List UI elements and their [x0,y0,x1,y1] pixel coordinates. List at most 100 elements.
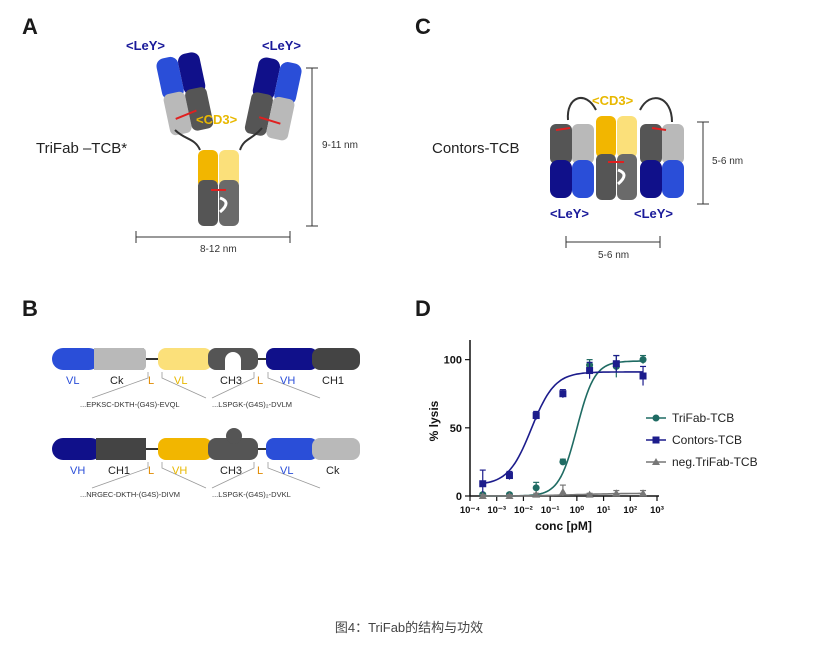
row2-label-vh2: VH [172,465,188,477]
row2-label-l2: L [257,465,264,477]
row2-label-vl: VL [280,465,294,477]
data-point [639,489,648,497]
row2-ch1-block [96,438,146,460]
contors-right-ck-domain [662,124,684,164]
trifab-left-vh-domain [178,52,206,96]
contors-width-label: 5-6 nm [598,250,630,261]
chain-row-1 [52,348,360,399]
contors-ley-left-label: <LeY> [550,206,590,221]
contors-left-vh-domain [550,160,572,198]
contors-ley-right-label: <LeY> [634,206,674,221]
row2-knob-icon [226,428,242,444]
row2-label-ck: Ck [326,465,340,477]
row2-seq-right: ...LSPGK-(G4S)₂-DVKL [212,490,291,499]
data-point [559,390,567,398]
row1-label-ch3: CH3 [220,375,243,387]
row1-vl-block [52,348,100,370]
contors-height-label: 5-6 nm [712,156,744,167]
contors-right-linker [639,97,673,123]
row2-label-ch1: CH1 [108,465,131,477]
data-point [639,372,647,380]
contors-right-vl-domain [662,160,684,198]
x-tick-label: 10⁻³ [487,505,506,516]
trifab-right-ch1-domain [244,92,273,136]
y-tick-label: 50 [450,423,462,435]
row2-label-ch3: CH3 [220,465,243,477]
data-point [639,356,647,364]
trifab-left-linker [174,129,201,151]
data-point [558,487,567,495]
trifab-right-vl-domain [274,62,302,105]
row1-label-ch1: CH1 [322,375,345,387]
trifab-cd3-vh-domain [198,150,218,188]
row2-seq-left: ...NRGEC-DKTH-(G4S)-DIVM [80,490,180,499]
data-point [585,490,594,498]
trifab-left-ch1-domain [185,87,214,131]
panel-letter-b: B [22,296,38,321]
data-point [532,412,540,420]
contors-cd3-vh-domain [596,116,616,158]
contors-cd3-label: <CD3> [592,93,634,108]
data-point [505,492,514,499]
contors-right-vh-domain [640,160,662,198]
row1-label-ck: Ck [110,375,124,387]
row1-seq-right: ...LSPGK-(G4S)₂-DVLM [212,400,293,409]
trifab-ley-right-label: <LeY> [262,38,302,53]
row1-label-l1: L [148,375,155,387]
x-tick-label: 10⁻¹ [541,505,560,516]
row1-label-vl: VL [66,375,80,387]
trifab-right-ck-domain [266,96,295,141]
trifab-ch3-right [219,180,239,226]
chain-row-2 [52,428,360,489]
contors-left-vl-domain [572,160,594,198]
row2-label-l1: L [148,465,155,477]
data-point [612,360,620,368]
trifab-left-disulfide [175,109,197,120]
row2-label-vh: VH [70,465,86,477]
row2-ck-block [312,438,360,460]
x-tick-label: 10² [623,505,637,516]
panel-letter-d: D [415,296,431,321]
row1-vl-cd3-block [158,348,212,370]
legend-label: TriFab-TCB [672,411,734,425]
contors-left-ck-domain [572,124,594,164]
trifab-left-ck-domain [163,91,192,136]
trifab-ley-left-label: <LeY> [126,38,166,53]
row2-vh-block [52,438,102,460]
data-point [479,480,487,488]
row1-seq-left: ...EPKSC-DKTH-(G4S)-EVQL [80,400,180,409]
trifab-right-linker [239,127,263,151]
row1-label-vl2: VL [174,375,188,387]
x-tick-label: 10¹ [597,505,611,516]
contors-name-label: Contors-TCB [432,140,520,157]
data-point [532,490,541,498]
trifab-right-vh-domain [252,57,281,101]
trifab-left-vl-domain [156,56,184,100]
row1-label-vh: VH [280,375,296,387]
contors-ch3-right [617,154,637,200]
row1-ck-block [94,348,144,370]
y-tick-label: 0 [456,491,462,503]
figure-caption: 图4：TriFab的结构与功效 [334,620,484,635]
contors-right-ch1-domain [640,124,662,164]
data-point [586,367,594,375]
x-tick-label: 10³ [650,505,664,516]
x-axis-label: conc [pM] [535,519,592,533]
row2-vh-cd3-block [158,438,212,460]
legend-marker [652,436,660,444]
data-point [505,472,513,480]
panel-letter-a: A [22,14,38,39]
row2-vl-block [266,438,318,460]
row1-hole-icon [225,352,241,370]
trifab-name-label: TriFab –TCB* [36,140,128,157]
row1-ch1-block [312,348,360,370]
legend-marker [652,414,660,422]
data-point [478,492,487,499]
x-tick-label: 10⁰ [570,505,585,516]
panel-letter-c: C [415,14,431,39]
contors-left-ch1-domain [550,124,572,164]
data-point [559,458,567,466]
legend-label: Contors-TCB [672,433,742,447]
trifab-height-label: 9-11 nm [322,140,358,151]
